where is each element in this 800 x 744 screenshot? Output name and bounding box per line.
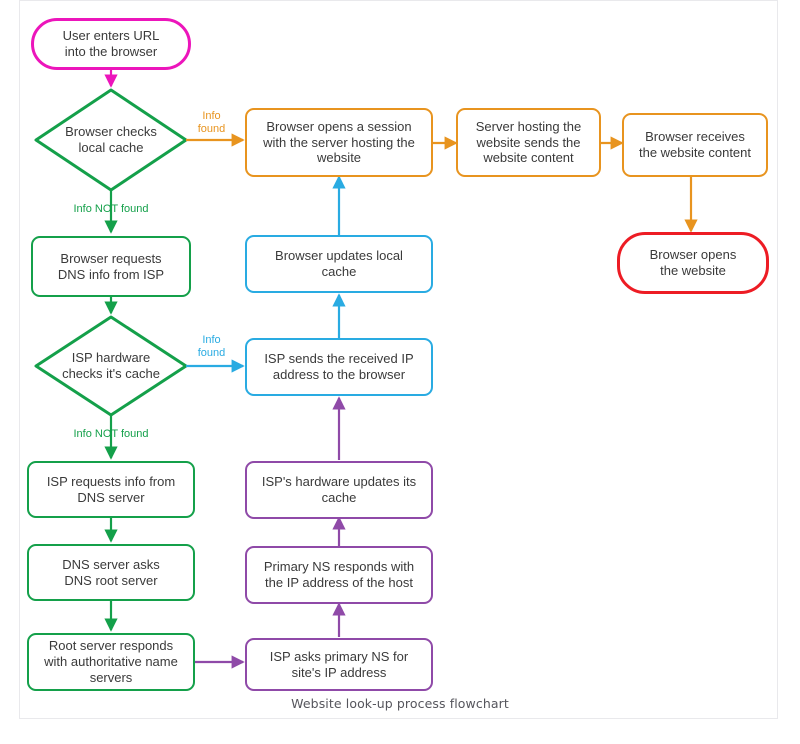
- node-browser-cache-check[interactable]: Browser checks local cache: [36, 115, 186, 165]
- edge-label-cache-info-not-found: Info NOT found: [73, 203, 149, 215]
- node-root-responds-label: Root server responds with authoritative …: [44, 638, 178, 685]
- node-browser-dns-request[interactable]: Browser requests DNS info from ISP: [31, 236, 191, 297]
- node-start-label: User enters URL into the browser: [62, 28, 160, 59]
- node-browser-opens-website[interactable]: Browser opens the website: [617, 232, 769, 294]
- edge-label-cache-info-found: Info found: [197, 110, 226, 135]
- node-server-sends-content-label: Server hosting the website sends the web…: [475, 118, 582, 166]
- node-browser-opens-session-label: Browser opens a session with the server …: [263, 118, 415, 166]
- edge-label-isp-info-found: Info found: [197, 334, 226, 359]
- edge-label-isp-info-not-found: Info NOT found: [73, 428, 149, 440]
- node-start[interactable]: User enters URL into the browser: [31, 18, 191, 70]
- node-root-responds[interactable]: Root server responds with authoritative …: [27, 633, 195, 691]
- node-browser-cache-check-label: Browser checks local cache: [65, 124, 157, 155]
- node-isp-hw-updates-cache-label: ISP's hardware updates its cache: [261, 474, 417, 505]
- node-isp-hw-updates-cache[interactable]: ISP's hardware updates its cache: [245, 461, 433, 519]
- node-browser-opens-session[interactable]: Browser opens a session with the server …: [245, 108, 433, 177]
- chart-caption: Website look-up process flowchart: [291, 696, 509, 711]
- node-primary-ns-responds[interactable]: Primary NS responds with the IP address …: [245, 546, 433, 604]
- node-browser-updates-cache-label: Browser updates local cache: [275, 248, 403, 279]
- node-isp-sends-ip-label: ISP sends the received IP address to the…: [264, 351, 414, 382]
- node-browser-updates-cache[interactable]: Browser updates local cache: [245, 235, 433, 293]
- node-browser-dns-request-label: Browser requests DNS info from ISP: [57, 250, 165, 282]
- node-dns-asks-root[interactable]: DNS server asks DNS root server: [27, 544, 195, 601]
- node-isp-asks-primary-ns-label: ISP asks primary NS for site's IP addres…: [269, 648, 409, 680]
- node-isp-asks-primary-ns[interactable]: ISP asks primary NS for site's IP addres…: [245, 638, 433, 691]
- node-browser-receives-content[interactable]: Browser receives the website content: [622, 113, 768, 177]
- node-isp-cache-check-label: ISP hardware checks it's cache: [62, 350, 160, 381]
- node-isp-sends-ip[interactable]: ISP sends the received IP address to the…: [245, 338, 433, 396]
- node-isp-requests-dns-label: ISP requests info from DNS server: [46, 473, 176, 505]
- node-server-sends-content[interactable]: Server hosting the website sends the web…: [456, 108, 601, 177]
- node-browser-opens-website-label: Browser opens the website: [649, 247, 737, 278]
- node-browser-receives-content-label: Browser receives the website content: [638, 129, 752, 160]
- node-isp-cache-check[interactable]: ISP hardware checks it's cache: [36, 341, 186, 391]
- node-isp-requests-dns[interactable]: ISP requests info from DNS server: [27, 461, 195, 518]
- node-primary-ns-responds-label: Primary NS responds with the IP address …: [263, 559, 415, 590]
- node-dns-asks-root-label: DNS server asks DNS root server: [62, 556, 160, 588]
